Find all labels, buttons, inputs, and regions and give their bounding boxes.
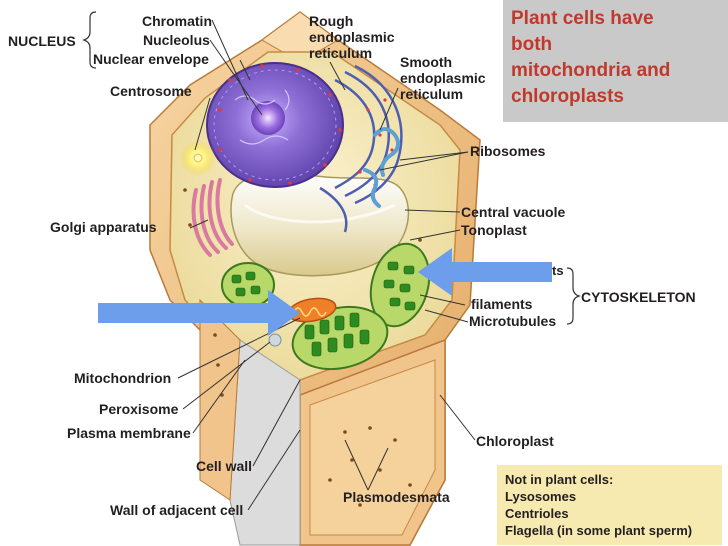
label-chloroplast: Chloroplast xyxy=(476,433,554,449)
note-item-lysosomes: Lysosomes xyxy=(505,489,577,504)
label-tonoplast: Tonoplast xyxy=(461,222,527,238)
golgi-shape xyxy=(191,178,234,257)
label-rough-er-2: endoplasmic xyxy=(309,29,395,45)
note-item-flagella: Flagella (in some plant sperm) xyxy=(505,523,693,538)
label-rough-er-1: Rough xyxy=(309,13,354,29)
leader-lines xyxy=(177,19,476,511)
label-nuclear-envelope: Nuclear envelope xyxy=(93,51,209,67)
nucleus-shape xyxy=(206,62,344,188)
label-ribosomes: Ribosomes xyxy=(470,143,546,159)
label-nucleolus: Nucleolus xyxy=(143,32,210,48)
label-smooth-er-2: endoplasmic xyxy=(400,70,486,86)
note-heading: Not in plant cells: xyxy=(505,472,614,487)
label-microtubules: Microtubules xyxy=(469,313,557,329)
brackets xyxy=(82,11,581,325)
smooth-er-shape xyxy=(363,127,401,208)
label-plasmodesmata: Plasmodesmata xyxy=(343,489,450,505)
label-mitochondrion: Mitochondrion xyxy=(74,370,172,386)
chloroplast-left xyxy=(221,262,275,308)
chloroplast-bottom xyxy=(291,306,389,370)
arrow-right-pointer xyxy=(418,248,552,296)
note-item-centrioles: Centrioles xyxy=(505,506,569,521)
callout-box: Plant cells have both mitochondria and c… xyxy=(503,0,728,122)
callout-line-2: both xyxy=(511,34,553,55)
adjacent-cell-wall xyxy=(199,298,446,546)
chloroplast-right xyxy=(369,242,431,328)
label-centrosome: Centrosome xyxy=(110,83,192,99)
label-peroxisome: Peroxisome xyxy=(99,401,179,417)
callout-line-4: chloroplasts xyxy=(511,86,624,107)
label-central-vacuole: Central vacuole xyxy=(461,204,566,220)
centrosome-shape xyxy=(180,140,216,176)
label-rough-er-3: reticulum xyxy=(309,45,373,61)
arrow-left-pointer xyxy=(98,290,300,336)
peroxisome-shape xyxy=(268,333,282,347)
callout-line-1: Plant cells have xyxy=(511,8,654,29)
label-smooth-er-1: Smooth xyxy=(400,54,453,70)
label-golgi-apparatus: Golgi apparatus xyxy=(50,219,157,235)
label-wall-adjacent-cell: Wall of adjacent cell xyxy=(110,502,244,518)
callout-line-3: mitochondria and xyxy=(511,60,671,81)
label-cell-wall: Cell wall xyxy=(196,458,253,474)
chloroplast-shapes xyxy=(221,242,431,370)
label-chromatin: Chromatin xyxy=(142,13,212,29)
not-in-plant-cells-note: Not in plant cells: Lysosomes Centrioles… xyxy=(497,465,722,545)
label-cytoskeleton: CYTOSKELETON xyxy=(581,289,696,305)
label-nucleus: NUCLEUS xyxy=(8,33,76,49)
label-smooth-er-3: reticulum xyxy=(400,86,464,102)
label-intermediate-filaments: filaments xyxy=(471,296,533,312)
label-plasma-membrane: Plasma membrane xyxy=(67,425,191,441)
label-microfilaments-partial: ts xyxy=(552,263,564,278)
